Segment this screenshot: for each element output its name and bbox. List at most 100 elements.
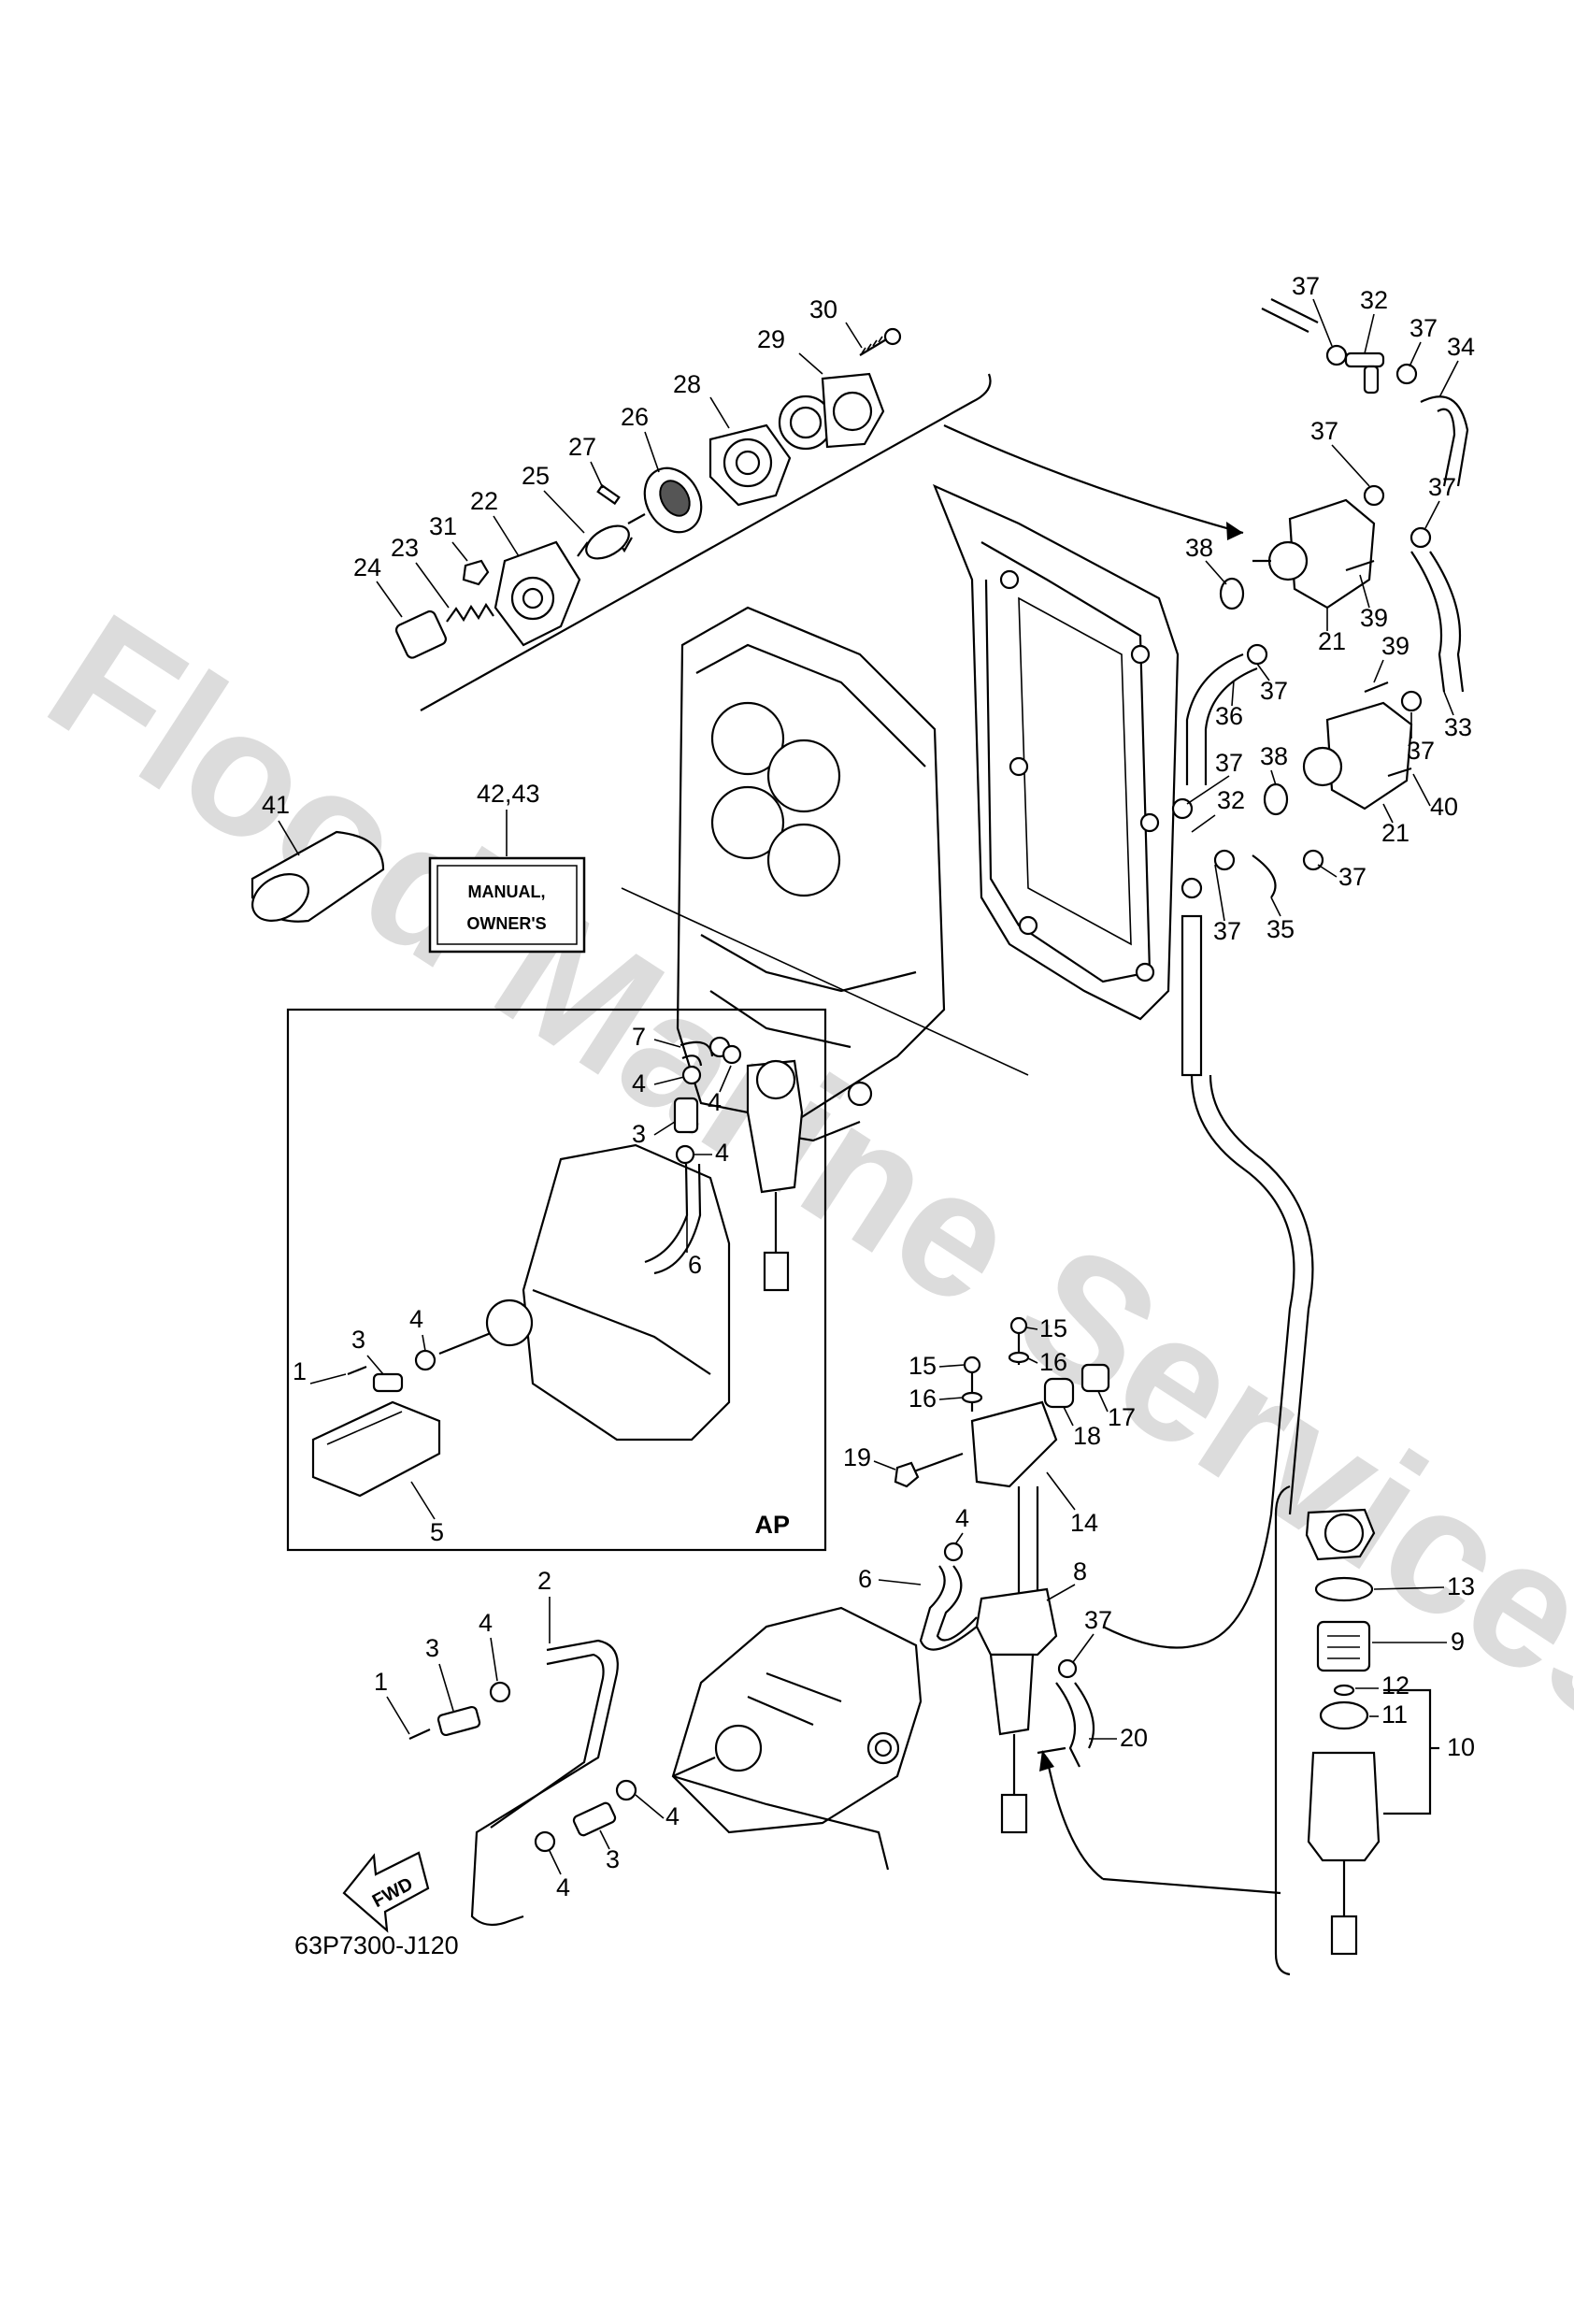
- callout: 21: [1318, 627, 1346, 655]
- fuel-pipe: [1180, 914, 1203, 1077]
- callout: 41: [262, 791, 290, 819]
- part-41-sleeve: [250, 830, 385, 923]
- callout: 4: [665, 1802, 680, 1830]
- callout: 16: [909, 1384, 937, 1413]
- callout: 16: [1039, 1348, 1067, 1376]
- callout: 37: [1084, 1606, 1112, 1634]
- callout: 15: [1039, 1314, 1067, 1342]
- callout: 37: [1310, 417, 1338, 445]
- callout: 37: [1428, 473, 1456, 501]
- callout: 1: [374, 1668, 388, 1696]
- fuel-pump-part-21-upper: [1252, 498, 1376, 610]
- pin-part-27: [596, 483, 621, 506]
- callout: 10: [1447, 1733, 1475, 1761]
- callout: 7: [632, 1023, 646, 1051]
- leader-engine-inset: [621, 887, 1029, 1076]
- hose-part-35: [1252, 854, 1277, 898]
- callout: 3: [606, 1845, 620, 1873]
- lower-left-fittings: FWD: [342, 1639, 637, 1933]
- callout: 37: [1407, 737, 1435, 765]
- t-joint-part-32-top: [1344, 351, 1385, 395]
- callout: 40: [1430, 793, 1458, 821]
- owners-manual-box: MANUAL, OWNER'S: [428, 856, 586, 954]
- callout: 35: [1266, 915, 1295, 943]
- callout: 37: [1215, 749, 1243, 777]
- callout: 28: [673, 370, 701, 398]
- callout: 4: [632, 1069, 646, 1097]
- callout: 6: [858, 1565, 872, 1593]
- manual-line-2: OWNER'S: [466, 914, 546, 933]
- callout: 3: [425, 1634, 439, 1662]
- engine-block: [676, 606, 946, 1142]
- callout: 37: [1213, 917, 1241, 945]
- callout: 1: [293, 1357, 307, 1385]
- callout: 4: [556, 1873, 570, 1901]
- callout: 32: [1360, 286, 1388, 314]
- callout: 18: [1073, 1422, 1101, 1450]
- cover-part-22: [494, 540, 581, 647]
- fwd-arrow: FWD: [342, 1851, 430, 1933]
- callout: 37: [1409, 314, 1438, 342]
- callout: 39: [1381, 632, 1409, 660]
- sleeve-part-24: [394, 610, 448, 659]
- callout: 4: [479, 1609, 493, 1637]
- callout: 12: [1381, 1671, 1409, 1700]
- callout: 37: [1260, 677, 1288, 705]
- manual-line-1: MANUAL,: [468, 882, 546, 901]
- callout: 25: [522, 462, 550, 490]
- callout: 32: [1217, 786, 1245, 814]
- callout: 39: [1360, 604, 1388, 632]
- cylinder-head-cover: [932, 483, 1180, 1021]
- fuel-pump-part-21-lower: [1302, 701, 1413, 811]
- callout: 4: [715, 1139, 729, 1167]
- callout: 24: [353, 553, 381, 581]
- callout: 37: [1338, 863, 1367, 891]
- callout: 3: [351, 1326, 365, 1354]
- callout: 21: [1381, 819, 1409, 847]
- callout: 34: [1447, 333, 1475, 361]
- callout: 22: [470, 487, 498, 515]
- callout: 9: [1451, 1628, 1465, 1656]
- thermostat-group: [394, 327, 1244, 711]
- hose-part-33: [1410, 551, 1446, 693]
- fuel-pump-group: [1102, 298, 1469, 1649]
- hose-part-36: [1185, 653, 1244, 785]
- filter-detail-group: [1039, 1485, 1439, 1976]
- callout: 6: [688, 1251, 702, 1279]
- bolt-part-30: [859, 327, 902, 356]
- callout: 3: [632, 1120, 646, 1148]
- ap-inset: AP: [286, 1008, 827, 1552]
- callout: 33: [1444, 713, 1472, 741]
- callout: 19: [843, 1443, 871, 1471]
- callout: 4: [409, 1305, 423, 1333]
- callout: 4: [955, 1504, 969, 1532]
- callout: 23: [391, 534, 419, 562]
- callout: 30: [809, 295, 837, 323]
- nut-part-31: [462, 559, 490, 586]
- inset-label: AP: [754, 1511, 790, 1539]
- callout: 8: [1073, 1557, 1087, 1585]
- o-ring-part-38-upper: [1219, 577, 1245, 610]
- callout: 36: [1215, 702, 1243, 730]
- callout: 38: [1260, 742, 1288, 770]
- callout: 2: [537, 1567, 551, 1595]
- callout: 17: [1108, 1403, 1136, 1431]
- callout: 15: [909, 1352, 937, 1380]
- thermostat-part-26: [627, 466, 703, 534]
- callout: 4: [708, 1088, 722, 1116]
- callout: 31: [429, 512, 457, 540]
- hose-part-34: [1420, 395, 1469, 487]
- o-ring-part-38-lower: [1263, 782, 1289, 816]
- callout: 20: [1120, 1724, 1148, 1752]
- main-fuel-filter-group: [894, 1316, 1110, 1834]
- callout: 11: [1381, 1700, 1408, 1729]
- callout: 14: [1070, 1509, 1098, 1537]
- thermostat-part-25: [577, 524, 633, 560]
- callout: 26: [621, 403, 649, 431]
- housing-part-28: [708, 423, 792, 507]
- diagram-code: 63P7300-J120: [294, 1931, 459, 1959]
- callouts: 30 29 28 26 27 25 22 31 23 24 37 32 37 3…: [262, 272, 1475, 1901]
- callout: 42,43: [477, 780, 540, 808]
